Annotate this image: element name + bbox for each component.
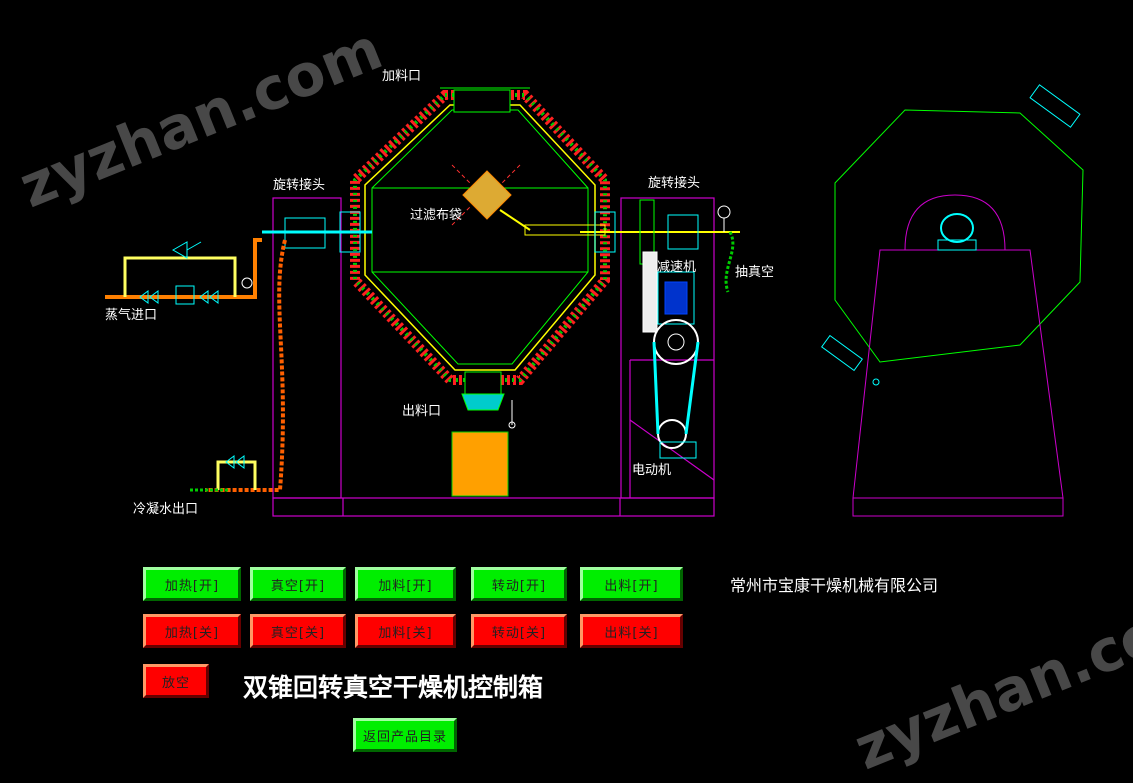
label-feed-port: 加料口 — [382, 69, 422, 84]
label-filter-bag: 过滤布袋 — [410, 208, 463, 223]
steam-piping — [105, 238, 287, 492]
label-vacuum: 抽真空 — [735, 265, 775, 280]
label-steam-inlet: 蒸气进口 — [105, 308, 158, 323]
rotate-on-button[interactable]: 转动[开] — [471, 567, 567, 601]
discharge-off-button[interactable]: 出料[关] — [580, 614, 683, 648]
label-motor: 电动机 — [632, 463, 672, 478]
shaft — [241, 199, 740, 289]
vessel-shell — [350, 87, 610, 429]
feed-off-button[interactable]: 加料[关] — [355, 614, 456, 648]
drive — [642, 231, 735, 459]
heat-on-button[interactable]: 加热[开] — [143, 567, 241, 601]
label-reducer: 减速机 — [657, 260, 697, 275]
feed-on-button[interactable]: 加料[开] — [355, 567, 456, 601]
page-title: 双锥回转真空干燥机控制箱 — [243, 673, 544, 702]
vacuum-on-button[interactable]: 真空[开] — [250, 567, 346, 601]
label-rotary-joint-right: 旋转接头 — [648, 176, 701, 191]
back-to-catalog-button[interactable]: 返回产品目录 — [353, 718, 457, 752]
left-frame — [272, 197, 715, 517]
label-rotary-joint-left: 旋转接头 — [273, 178, 326, 193]
rotate-off-button[interactable]: 转动[关] — [471, 614, 567, 648]
label-discharge-port: 出料口 — [402, 404, 442, 419]
filter-bag — [451, 164, 531, 231]
vent-button[interactable]: 放空 — [143, 664, 209, 698]
discharge-hopper — [451, 431, 509, 497]
discharge-on-button[interactable]: 出料[开] — [580, 567, 683, 601]
label-condensate-outlet: 冷凝水出口 — [133, 502, 199, 517]
side-view — [821, 84, 1084, 517]
heat-off-button[interactable]: 加热[关] — [143, 614, 241, 648]
company-name: 常州市宝康干燥机械有限公司 — [730, 576, 939, 595]
vacuum-off-button[interactable]: 真空[关] — [250, 614, 346, 648]
